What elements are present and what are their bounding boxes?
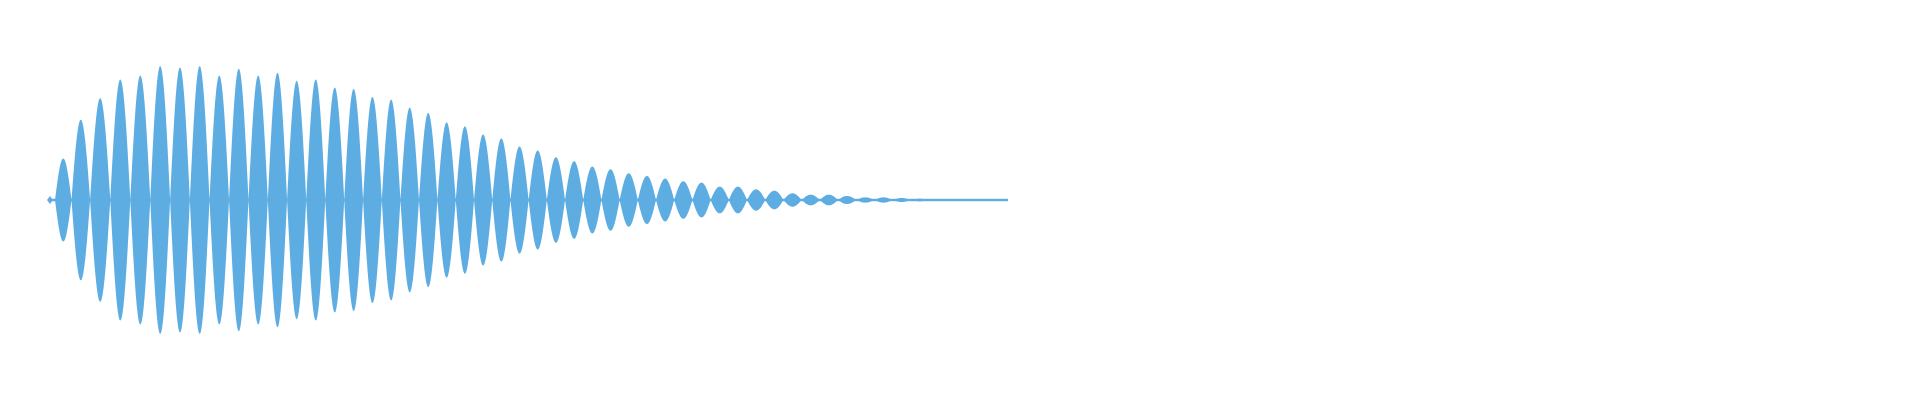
waveform-lobe-12 xyxy=(267,72,288,328)
waveform-lobe-38 xyxy=(747,189,766,211)
waveform-lobe-7 xyxy=(170,67,190,333)
waveform-lobe-32 xyxy=(637,175,657,225)
waveform-lobe-20 xyxy=(418,112,438,288)
waveform-lobe-26 xyxy=(528,150,547,250)
waveform-lobe-19 xyxy=(400,107,419,293)
waveform-lobe-46 xyxy=(892,197,911,203)
waveform-lobe-27 xyxy=(546,157,566,243)
waveform-lobe-44 xyxy=(856,197,875,203)
waveform-lobe-47 xyxy=(910,198,929,202)
waveform-lobe-23 xyxy=(474,134,493,266)
waveform-lobe-14 xyxy=(306,79,326,321)
waveform-lobe-22 xyxy=(455,126,475,274)
waveform-lobe-10 xyxy=(229,68,249,332)
waveform-lobe-42 xyxy=(819,194,839,206)
waveform-lobe-33 xyxy=(656,178,675,222)
waveform-lobe-41 xyxy=(801,194,820,206)
waveform-lobe-18 xyxy=(381,99,401,301)
waveform-lobe-13 xyxy=(287,80,307,320)
waveform-lobe-40 xyxy=(783,193,802,207)
waveform-lobe-8 xyxy=(189,66,210,334)
waveform-lobe-16 xyxy=(344,88,364,312)
waveform-lobe-37 xyxy=(728,186,748,214)
waveform-lobe-31 xyxy=(619,173,638,227)
waveform-lobe-43 xyxy=(838,195,857,205)
waveform-lobe-3 xyxy=(90,98,111,302)
waveform-lobe-34 xyxy=(674,181,693,219)
waveform-lobe-39 xyxy=(765,190,784,210)
waveform-lobes xyxy=(47,66,1008,334)
waveform-lobe-6 xyxy=(150,66,171,334)
waveform-onset xyxy=(47,196,53,204)
waveform-lobe-25 xyxy=(510,146,529,254)
waveform-lobe-5 xyxy=(130,75,151,325)
waveform-lobe-35 xyxy=(692,182,711,218)
waveform-lobe-1 xyxy=(55,158,72,242)
waveform-lobe-21 xyxy=(437,122,456,278)
waveform-lobe-30 xyxy=(601,169,620,231)
waveform-lobe-29 xyxy=(583,166,602,234)
waveform-lobe-17 xyxy=(363,96,382,304)
waveform-lobe-45 xyxy=(874,197,893,203)
waveform-lobe-28 xyxy=(565,161,584,239)
waveform-lobe-9 xyxy=(209,75,230,325)
waveform-lobe-4 xyxy=(110,79,131,321)
waveform-lobe-24 xyxy=(492,138,511,262)
waveform-lobe-2 xyxy=(71,119,91,281)
waveform-lobe-15 xyxy=(325,87,345,313)
waveform-lobe-36 xyxy=(710,186,729,214)
waveform-lobe-11 xyxy=(248,75,268,325)
